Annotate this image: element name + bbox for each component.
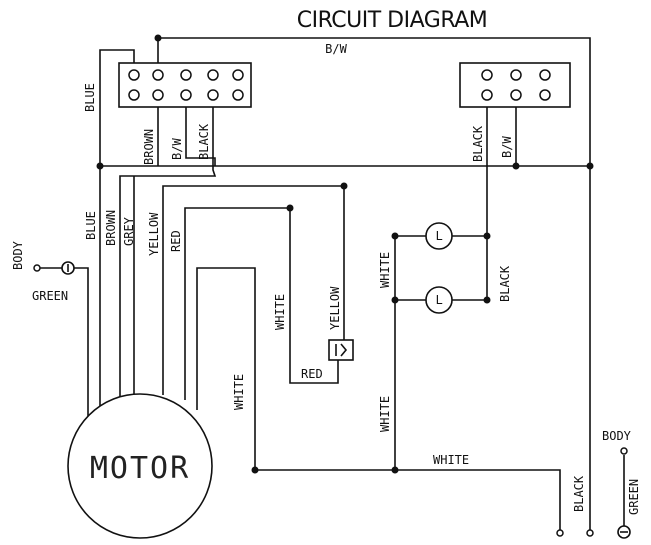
label-brown-conn: BROWN <box>142 129 156 165</box>
connector-left <box>118 62 252 108</box>
wire-white-motor <box>196 267 561 530</box>
switch-symbol <box>328 339 354 361</box>
label-blue-motor: BLUE <box>84 211 98 240</box>
label-grey-motor: GREY <box>122 216 136 246</box>
wire-yellow-motor <box>162 185 344 395</box>
label-body-left: BODY <box>11 240 25 270</box>
wire-red-motor <box>184 207 290 400</box>
motor-symbol <box>67 393 213 539</box>
label-blue-top: BLUE <box>83 83 97 112</box>
junction-dot <box>154 34 162 42</box>
label-black-bottom: BLACK <box>572 475 586 512</box>
junction-dot <box>483 296 491 304</box>
connector-right <box>459 62 571 108</box>
wire-bw-conn <box>185 104 216 166</box>
label-white-switch: WHITE <box>273 294 287 330</box>
label-green-left: GREEN <box>32 289 68 303</box>
label-green-right: GREEN <box>627 479 641 515</box>
label-white-bottom: WHITE <box>433 453 469 467</box>
junction-dot <box>586 162 594 170</box>
wire-blue-top <box>99 49 592 167</box>
label-black-conn: BLACK <box>197 123 211 160</box>
diagram-title: CIRCUIT DIAGRAM <box>297 8 488 33</box>
label-white-motor: WHITE <box>232 374 246 410</box>
label-bw-conn: B/W <box>170 138 184 160</box>
motor-label: MOTOR <box>90 451 190 486</box>
lamp-label-1: L <box>436 229 443 243</box>
label-white-lower: WHITE <box>378 396 392 432</box>
label-black-lamp: BLACK <box>498 265 512 302</box>
lamp-symbol-2 <box>425 286 453 314</box>
ground-terminal-right <box>620 447 628 455</box>
wire-bw-top <box>157 37 591 530</box>
label-red-switch: RED <box>301 367 323 381</box>
junction-dot <box>391 232 399 240</box>
wire-white-switch <box>289 208 339 384</box>
junction-dot <box>512 162 520 170</box>
lamp-symbol-1 <box>425 222 453 250</box>
label-black-right: BLACK <box>471 125 485 162</box>
wires <box>40 37 625 530</box>
junction-dot <box>96 162 104 170</box>
label-yellow-motor: YELLOW <box>147 212 161 256</box>
label-yellow-switch: YELLOW <box>328 286 342 330</box>
junction-dot <box>251 466 259 474</box>
junction-dot <box>391 466 399 474</box>
junction-dot <box>286 204 294 212</box>
switch-contact-icon <box>335 343 348 357</box>
wire-black-conn <box>119 104 217 430</box>
junction-dot <box>391 296 399 304</box>
label-bw-top: B/W <box>325 42 347 56</box>
label-brown-motor: BROWN <box>104 210 118 246</box>
junction-dot <box>340 182 348 190</box>
terminal-white <box>556 529 564 537</box>
label-body-right: BODY <box>602 429 632 443</box>
label-white-lamp: WHITE <box>378 252 392 288</box>
label-bw-right: B/W <box>500 136 514 158</box>
wire-ground-left-2 <box>74 267 89 420</box>
junction-dot <box>483 232 491 240</box>
ground-terminal-left <box>33 264 41 272</box>
terminal-black <box>586 529 594 537</box>
lamp-label-2: L <box>436 293 443 307</box>
label-red-motor: RED <box>169 230 183 252</box>
junctions <box>96 34 594 474</box>
